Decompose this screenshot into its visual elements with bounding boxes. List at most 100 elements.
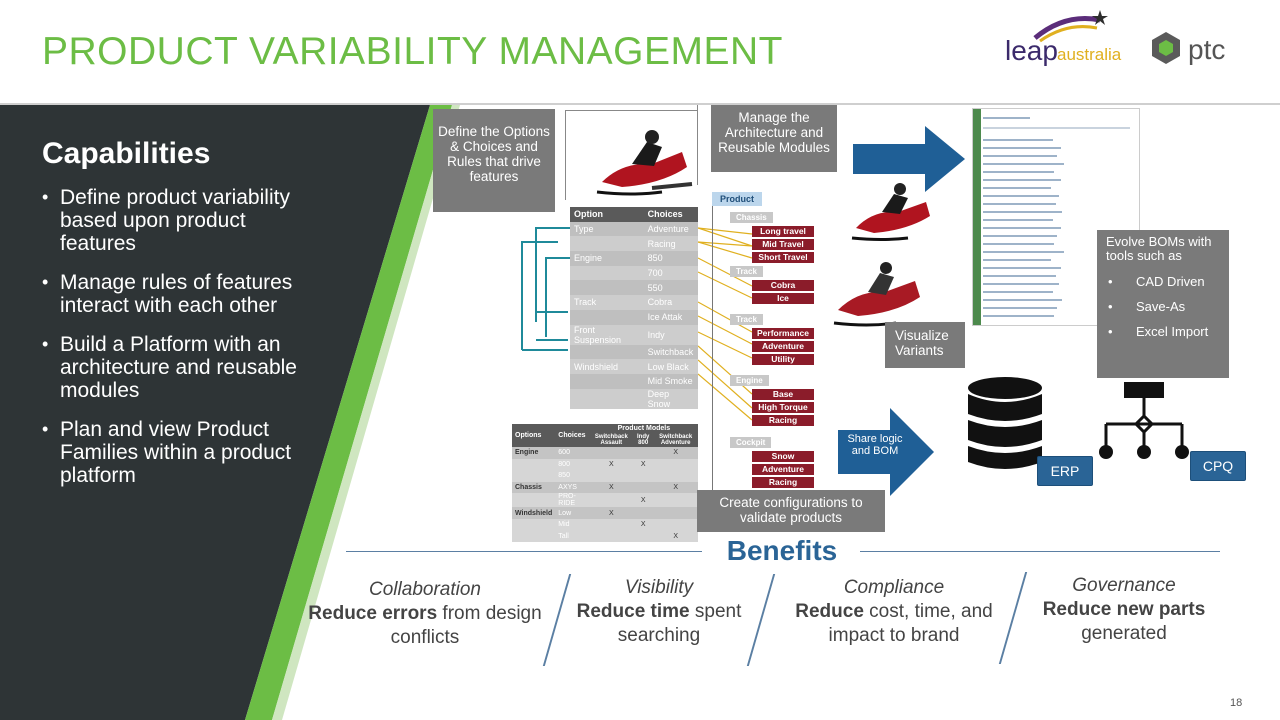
tree-leaf: Adventure bbox=[752, 464, 814, 475]
option-cell: Front Suspension bbox=[570, 324, 644, 345]
model-cell: X bbox=[632, 458, 654, 471]
option-cell bbox=[512, 518, 556, 531]
model-cell bbox=[632, 507, 654, 519]
choice-cell: PRO-RIDE bbox=[555, 493, 590, 508]
model-cell bbox=[632, 447, 654, 459]
model-cell bbox=[653, 518, 698, 531]
tree-spine bbox=[712, 205, 713, 495]
callout-define-options: Define the Options & Choices and Rules t… bbox=[433, 109, 555, 212]
option-cell bbox=[512, 458, 556, 471]
model-cell bbox=[653, 470, 698, 482]
benefit-text: from design conflicts bbox=[390, 603, 542, 648]
option-cell bbox=[512, 493, 556, 508]
model-cell: X bbox=[589, 481, 633, 494]
model-cell bbox=[589, 493, 633, 508]
option-cell: Track bbox=[570, 295, 644, 310]
callout-create-configurations: Create configurations to validate produc… bbox=[697, 490, 885, 532]
model-cell bbox=[653, 458, 698, 471]
callout-visualize-variants: Visualize Variants bbox=[885, 322, 965, 368]
tree-leaf: Mid Travel bbox=[752, 239, 814, 250]
table-row: 550 bbox=[570, 280, 698, 296]
table-row: Deep Snow bbox=[570, 388, 698, 409]
choice-cell: 550 bbox=[643, 280, 698, 296]
benefit-collaboration: Collaboration Reduce errors from design … bbox=[296, 578, 554, 650]
capability-item: Define product variability based upon pr… bbox=[42, 186, 317, 255]
bom-sidebar bbox=[973, 109, 981, 325]
hierarchy-icon bbox=[1099, 382, 1189, 459]
tree-leaf: Utility bbox=[752, 354, 814, 365]
benefit-governance: Governance Reduce new parts generated bbox=[1032, 574, 1216, 646]
cpq-badge: CPQ bbox=[1190, 451, 1246, 481]
table-row: Switchback bbox=[570, 344, 698, 360]
choice-cell: Low bbox=[555, 507, 590, 519]
table-header-row: Switchback Assault Indy 800 Switchback A… bbox=[512, 433, 698, 447]
page-number: 18 bbox=[1230, 697, 1243, 709]
model-cell bbox=[632, 470, 654, 482]
snowmobile-variant-image bbox=[851, 183, 930, 241]
choice-cell: Low Black bbox=[643, 359, 698, 374]
benefit-bold: Reduce time bbox=[576, 601, 690, 622]
choice-cell: Mid bbox=[555, 518, 590, 531]
table-row: Ice Attak bbox=[570, 309, 698, 325]
choice-cell: 800 bbox=[555, 458, 590, 471]
benefit-bold: Reduce bbox=[795, 601, 864, 622]
evolve-list: CAD Driven Save-As Excel Import bbox=[1106, 269, 1220, 344]
evolve-title: Evolve BOMs with tools such as bbox=[1106, 234, 1212, 263]
tree-leaf: Adventure bbox=[752, 341, 814, 352]
choice-cell: Deep Snow bbox=[643, 388, 698, 409]
choice-cell: Racing bbox=[643, 236, 698, 252]
callout-evolve-boms: Evolve BOMs with tools such as CAD Drive… bbox=[1097, 230, 1229, 378]
capability-item: Build a Platform with an architecture an… bbox=[42, 333, 317, 402]
configuration-matrix-table: Options Choices Product Models Switchbac… bbox=[512, 424, 698, 543]
ptc-logo: ptc bbox=[1152, 32, 1225, 65]
choice-cell: Adventure bbox=[643, 221, 698, 237]
model-cell bbox=[589, 518, 633, 531]
model-cell bbox=[653, 507, 698, 519]
column-header: Option bbox=[570, 207, 644, 222]
tree-root: Product bbox=[712, 192, 763, 206]
capabilities-list: Define product variability based upon pr… bbox=[42, 186, 317, 503]
option-connectors bbox=[521, 227, 570, 351]
choice-cell: 600 bbox=[555, 447, 590, 459]
benefits-divider bbox=[346, 551, 702, 552]
leap-word: leap bbox=[1005, 35, 1058, 66]
model-header: Switchback Assault bbox=[589, 433, 633, 447]
table-row: Mid Smoke bbox=[570, 373, 698, 389]
table-row: Tall X bbox=[512, 530, 698, 543]
model-header: Indy 800 bbox=[632, 433, 654, 447]
model-cell bbox=[632, 530, 654, 543]
option-cell: Chassis bbox=[512, 481, 556, 494]
model-cell: X bbox=[589, 458, 633, 471]
model-cell: X bbox=[653, 530, 698, 543]
evolve-item: CAD Driven bbox=[1106, 269, 1220, 294]
rule-connectors bbox=[698, 227, 753, 421]
table-row: Racing bbox=[570, 236, 698, 252]
tree-group: Engine bbox=[730, 375, 769, 386]
tree-leaf: Performance bbox=[752, 328, 814, 339]
benefit-bold: Reduce new parts bbox=[1042, 599, 1206, 620]
share-logic-label: Share logic and BOM bbox=[847, 433, 903, 457]
choice-cell: 700 bbox=[643, 265, 698, 281]
arrow-right-icon bbox=[853, 126, 965, 192]
choice-cell: 850 bbox=[555, 470, 590, 482]
capability-item: Plan and view Product Families within a … bbox=[42, 418, 317, 487]
option-cell bbox=[570, 280, 644, 296]
product-structure-tree: Product Chassis Long travel Mid Travel S… bbox=[712, 192, 814, 492]
option-cell bbox=[570, 344, 644, 360]
tree-leaf: Ice bbox=[752, 293, 814, 304]
header-divider bbox=[0, 103, 1280, 105]
choice-cell: AXYS bbox=[555, 481, 590, 494]
benefit-compliance: Compliance Reduce cost, time, and impact… bbox=[778, 576, 1010, 648]
option-cell bbox=[570, 373, 644, 389]
model-cell: X bbox=[653, 481, 698, 494]
choice-cell: Tall bbox=[555, 530, 590, 543]
benefit-text: cost, time, and impact to brand bbox=[828, 601, 993, 646]
column-header: Options bbox=[512, 424, 556, 447]
